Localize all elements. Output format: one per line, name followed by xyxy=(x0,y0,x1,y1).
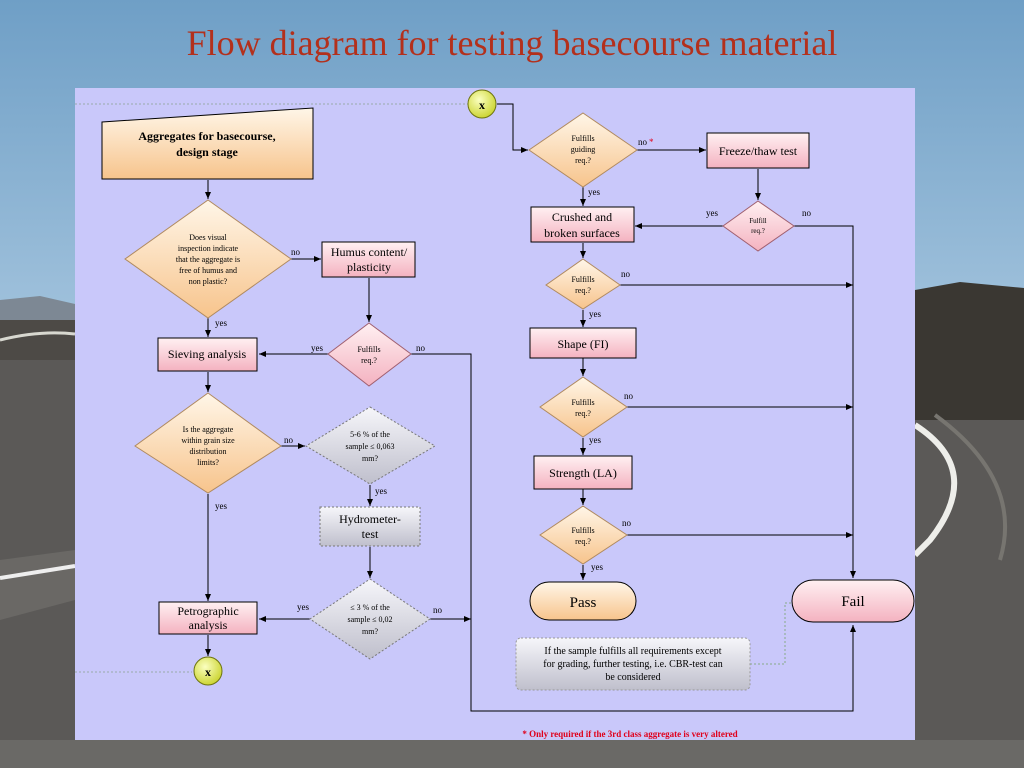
decision-visual-inspection: Does visual inspection indicate that the… xyxy=(124,199,292,319)
svg-text:Fulfills: Fulfills xyxy=(571,275,594,284)
label-strength-no: no xyxy=(622,518,632,528)
svg-text:5-6 % of the: 5-6 % of the xyxy=(350,430,390,439)
label-crushed-yes: yes xyxy=(589,309,601,319)
svg-text:req.?: req.? xyxy=(361,356,377,365)
svg-text:analysis: analysis xyxy=(189,618,228,632)
label-guiding-yes: yes xyxy=(588,187,600,197)
svg-text:be considered: be considered xyxy=(605,672,660,683)
label-3pct-no: no xyxy=(433,605,443,615)
label-crushed-no: no xyxy=(621,269,631,279)
cbr-note-box: If the sample fulfills all requirements … xyxy=(515,637,751,691)
label-strength-yes: yes xyxy=(591,562,603,572)
svg-text:limits?: limits? xyxy=(197,458,219,467)
svg-text:If the sample fulfills all req: If the sample fulfills all requirements … xyxy=(544,646,721,657)
decision-crushed-fulfills: Fulfills req.? xyxy=(545,258,621,310)
label-humus-no: no xyxy=(416,343,426,353)
svg-text:Pass: Pass xyxy=(570,595,597,611)
petrographic-analysis-box: Petrographic analysis xyxy=(158,601,258,635)
fail-terminal: Fail xyxy=(791,579,915,623)
svg-text:req.?: req.? xyxy=(575,537,591,546)
decision-strength-fulfills: Fulfills req.? xyxy=(539,505,628,565)
svg-text:plasticity: plasticity xyxy=(347,260,391,274)
crushed-surfaces-box: Crushed and broken surfaces xyxy=(530,206,635,243)
decision-guiding-req: Fulfills guiding req.? xyxy=(528,112,638,188)
label-guiding-asterisk: * xyxy=(649,137,654,147)
label-guiding-no: no xyxy=(638,137,648,147)
decision-3pct-fines: ≤ 3 % of the sample ≤ 0,02 mm? xyxy=(309,578,431,660)
hydrometer-test-box: Hydrometer- test xyxy=(319,506,421,547)
label-visual-no: no xyxy=(291,247,301,257)
footnote: * Only required if the 3rd class aggrega… xyxy=(522,729,737,739)
start-line-2: design stage xyxy=(176,145,238,159)
shape-fi-box: Shape (FI) xyxy=(529,327,637,359)
svg-text:that the aggregate is: that the aggregate is xyxy=(176,255,240,264)
svg-text:test: test xyxy=(362,527,379,541)
label-grain-yes: yes xyxy=(215,501,227,511)
svg-text:for grading, further testing,: for grading, further testing, i.e. CBR-t… xyxy=(543,659,722,670)
start-line-1: Aggregates for basecourse, xyxy=(138,129,275,143)
connector-x-top: x xyxy=(467,89,497,119)
svg-text:broken surfaces: broken surfaces xyxy=(544,226,620,240)
svg-text:mm?: mm? xyxy=(362,627,378,636)
svg-text:req.?: req.? xyxy=(575,409,591,418)
svg-text:Freeze/thaw test: Freeze/thaw test xyxy=(719,144,798,158)
slide-title: Flow diagram for testing basecourse mate… xyxy=(186,23,838,63)
decision-humus-fulfills: Fulfills req.? xyxy=(327,322,412,387)
label-humus-yes: yes xyxy=(311,343,323,353)
svg-text:x: x xyxy=(205,665,211,679)
decision-freeze-thaw-fulfill: Fulfill req.? xyxy=(722,200,795,252)
flow-connections xyxy=(75,103,856,712)
svg-text:inspection indicate: inspection indicate xyxy=(178,244,239,253)
humus-plasticity-box: Humus content/ plasticity xyxy=(321,241,416,278)
svg-text:free of humus and: free of humus and xyxy=(179,266,237,275)
svg-text:Fulfill: Fulfill xyxy=(749,217,767,225)
svg-text:Petrographic: Petrographic xyxy=(177,604,238,618)
svg-text:Fulfills: Fulfills xyxy=(571,134,594,143)
svg-text:non plastic?: non plastic? xyxy=(189,277,228,286)
sieving-analysis-box: Sieving analysis xyxy=(157,337,258,372)
svg-text:Does visual: Does visual xyxy=(189,233,227,242)
label-fines-yes: yes xyxy=(375,486,387,496)
svg-text:Fulfills: Fulfills xyxy=(571,526,594,535)
svg-text:Shape (FI): Shape (FI) xyxy=(558,337,609,351)
svg-text:≤ 3 % of the: ≤ 3 % of the xyxy=(350,603,390,612)
svg-text:sample ≤ 0,02: sample ≤ 0,02 xyxy=(347,615,392,624)
svg-text:req.?: req.? xyxy=(575,286,591,295)
label-shape-yes: yes xyxy=(589,435,601,445)
decision-fines-content: 5-6 % of the sample ≤ 0,063 mm? xyxy=(305,406,436,485)
svg-text:Humus content/: Humus content/ xyxy=(331,245,408,259)
decision-shape-fulfills: Fulfills req.? xyxy=(539,376,628,438)
pass-terminal: Pass xyxy=(529,581,637,621)
svg-text:Fulfills: Fulfills xyxy=(357,345,380,354)
svg-text:mm?: mm? xyxy=(362,454,378,463)
decision-grain-size: Is the aggregate within grain size distr… xyxy=(134,392,282,494)
svg-text:Fail: Fail xyxy=(841,594,864,610)
svg-text:Crushed and: Crushed and xyxy=(552,210,612,224)
svg-text:Fulfills: Fulfills xyxy=(571,398,594,407)
freeze-thaw-box: Freeze/thaw test xyxy=(706,132,810,169)
svg-text:within grain size: within grain size xyxy=(181,436,235,445)
svg-text:distribution: distribution xyxy=(190,447,227,456)
label-grain-no: no xyxy=(284,435,294,445)
svg-text:req.?: req.? xyxy=(575,156,591,165)
label-freeze-yes: yes xyxy=(706,208,718,218)
branch-labels: no yes yes no no yes yes yes no no * yes… xyxy=(215,137,812,615)
svg-text:Strength (LA): Strength (LA) xyxy=(549,466,617,480)
svg-text:guiding: guiding xyxy=(571,145,595,154)
label-shape-no: no xyxy=(624,391,634,401)
svg-text:x: x xyxy=(479,98,485,112)
connector-x-bottom: x xyxy=(193,656,223,686)
svg-text:Sieving analysis: Sieving analysis xyxy=(168,347,247,361)
label-3pct-yes: yes xyxy=(297,602,309,612)
svg-text:sample ≤ 0,063: sample ≤ 0,063 xyxy=(345,442,394,451)
svg-text:Hydrometer-: Hydrometer- xyxy=(339,512,401,526)
strength-la-box: Strength (LA) xyxy=(533,455,633,490)
svg-text:Is the aggregate: Is the aggregate xyxy=(183,425,234,434)
start-node: Aggregates for basecourse, design stage xyxy=(101,107,314,180)
label-freeze-no: no xyxy=(802,208,812,218)
label-visual-yes: yes xyxy=(215,318,227,328)
svg-text:req.?: req.? xyxy=(751,227,765,235)
